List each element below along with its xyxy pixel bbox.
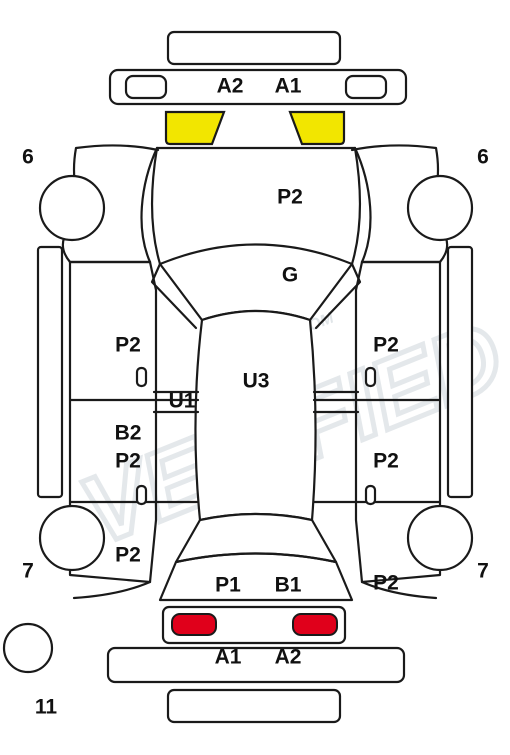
label-left-rear-door-b2: B2 bbox=[115, 422, 142, 445]
taillight-right[interactable] bbox=[292, 613, 338, 636]
right-rear-wheel[interactable] bbox=[406, 504, 474, 572]
left-rear-door-handle[interactable] bbox=[135, 484, 148, 506]
spare-wheel[interactable] bbox=[2, 622, 54, 674]
label-left-quarter-p2: P2 bbox=[115, 544, 141, 567]
rear-bumper-lower[interactable] bbox=[166, 688, 342, 724]
a-pillar-right[interactable] bbox=[314, 262, 362, 330]
label-roof-u3: U3 bbox=[243, 370, 270, 393]
label-spare-wheel-11: 11 bbox=[35, 696, 58, 719]
taillight-left[interactable] bbox=[171, 613, 217, 636]
left-front-door-handle[interactable] bbox=[135, 366, 148, 388]
windshield[interactable] bbox=[158, 243, 354, 322]
rear-quarter-left[interactable] bbox=[72, 580, 152, 600]
right-front-wheel[interactable] bbox=[406, 174, 474, 242]
label-left-rear-wheel-7: 7 bbox=[22, 560, 34, 583]
label-right-front-wheel-6: 6 bbox=[477, 146, 489, 169]
front-bumper-outer[interactable] bbox=[166, 30, 342, 66]
label-rear-bumper-a2: A2 bbox=[275, 646, 302, 669]
label-left-rear-door-p2: P2 bbox=[115, 450, 141, 473]
front-fog-lamp-left[interactable] bbox=[124, 74, 168, 100]
right-b-pillar[interactable] bbox=[312, 390, 360, 414]
label-left-front-door-p2: P2 bbox=[115, 334, 141, 357]
left-rear-wheel[interactable] bbox=[38, 504, 106, 572]
label-front-bumper-a2: A2 bbox=[217, 75, 244, 98]
headlight-right[interactable] bbox=[288, 110, 346, 146]
trunk-lid[interactable] bbox=[158, 552, 354, 602]
label-rear-bumper-a1: A1 bbox=[215, 646, 242, 669]
rear-quarter-right[interactable] bbox=[360, 580, 438, 600]
headlight-left[interactable] bbox=[164, 110, 226, 146]
front-bumper[interactable] bbox=[108, 68, 408, 106]
roof[interactable] bbox=[194, 309, 317, 522]
right-rear-door-handle[interactable] bbox=[364, 484, 377, 506]
label-left-front-wheel-6: 6 bbox=[22, 146, 34, 169]
label-trunk-b1: B1 bbox=[275, 574, 302, 597]
label-right-quarter-p2: P2 bbox=[373, 572, 399, 595]
right-side-skirt[interactable] bbox=[446, 245, 474, 499]
label-right-rear-door-p2: P2 bbox=[373, 450, 399, 473]
right-side-panels[interactable] bbox=[312, 260, 442, 584]
label-front-bumper-a1: A1 bbox=[275, 75, 302, 98]
label-hood-p2: P2 bbox=[277, 186, 303, 209]
label-windshield-g: G bbox=[282, 264, 298, 287]
rear-window[interactable] bbox=[174, 512, 338, 564]
left-side-panels[interactable] bbox=[68, 260, 200, 584]
left-mirror[interactable] bbox=[61, 236, 72, 264]
label-left-pillar-u1: U1 bbox=[169, 390, 196, 413]
a-pillar-left[interactable] bbox=[150, 262, 198, 330]
label-trunk-p1: P1 bbox=[215, 574, 241, 597]
body-outline bbox=[140, 146, 372, 264]
left-b-pillar[interactable] bbox=[152, 390, 200, 414]
right-front-door-handle[interactable] bbox=[364, 366, 377, 388]
right-mirror[interactable] bbox=[438, 236, 449, 264]
rear-bumper[interactable] bbox=[106, 646, 406, 684]
front-fog-lamp-right[interactable] bbox=[344, 74, 388, 100]
left-side-skirt[interactable] bbox=[36, 245, 64, 499]
label-right-rear-wheel-7: 7 bbox=[477, 560, 489, 583]
label-right-front-door-p2: P2 bbox=[373, 334, 399, 357]
left-front-wheel[interactable] bbox=[38, 174, 106, 242]
